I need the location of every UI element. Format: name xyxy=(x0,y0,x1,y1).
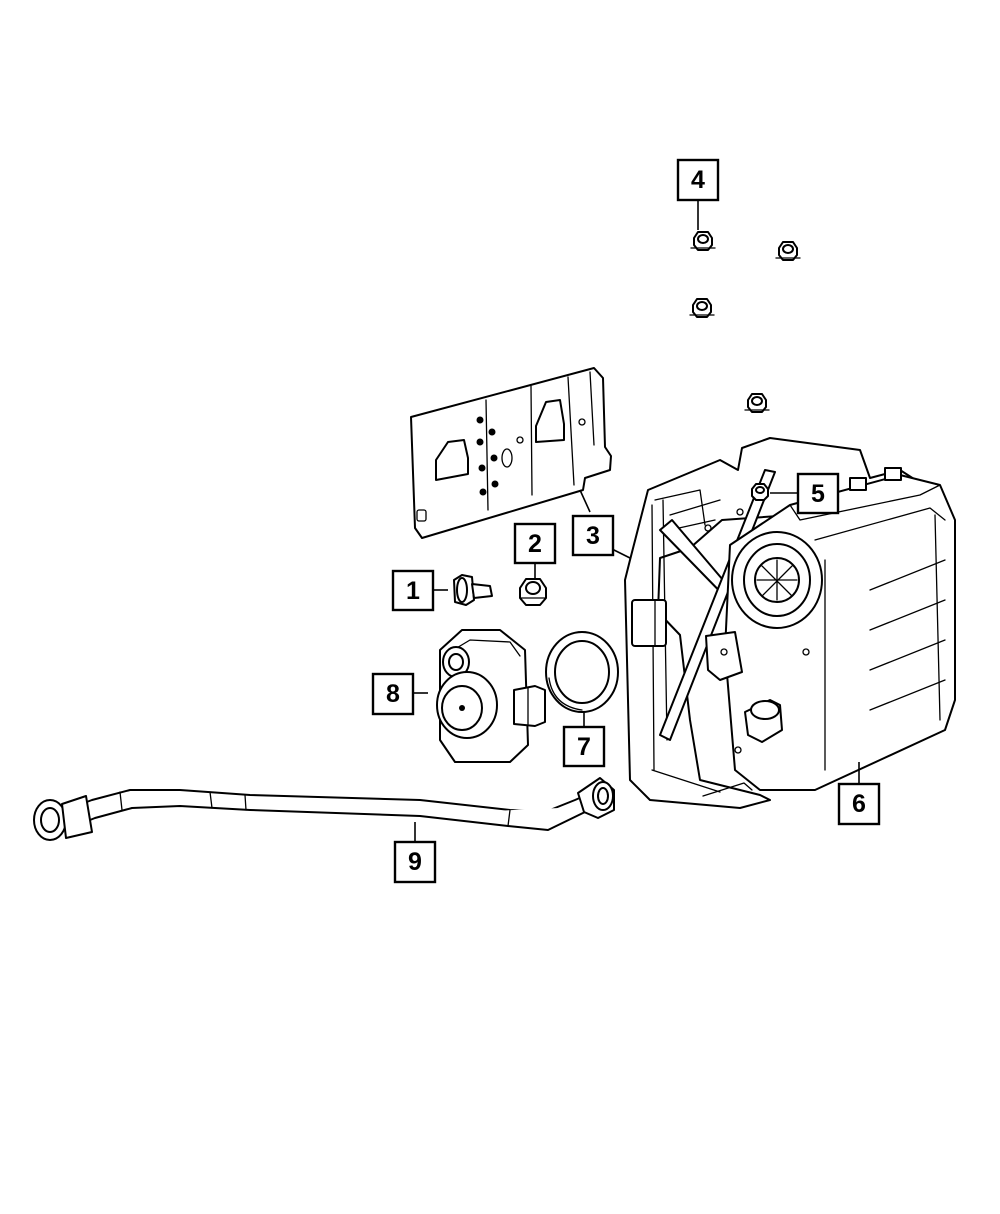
callout-label-6: 6 xyxy=(852,790,866,818)
screw-part-4a xyxy=(690,231,716,251)
canister-bracket-part-6 xyxy=(624,437,956,809)
callout-label-2: 2 xyxy=(528,530,542,558)
callout-8: 8 xyxy=(371,672,415,716)
callout-7: 7 xyxy=(562,725,606,768)
callout-1: 1 xyxy=(391,569,435,612)
callout-6: 6 xyxy=(837,782,881,826)
valve-part-8 xyxy=(436,629,546,763)
callout-label-3: 3 xyxy=(586,522,600,550)
callout-label-9: 9 xyxy=(408,848,422,876)
callout-5: 5 xyxy=(796,472,840,515)
seal-ring-part-7 xyxy=(545,631,619,713)
screw-part-4b xyxy=(775,241,801,261)
callout-label-1: 1 xyxy=(406,577,420,605)
hose-part-9 xyxy=(33,777,615,841)
callout-2: 2 xyxy=(513,522,557,565)
callout-label-7: 7 xyxy=(577,733,591,761)
callout-label-4: 4 xyxy=(691,166,705,194)
callout-label-8: 8 xyxy=(386,680,400,708)
screw-part-4d xyxy=(744,393,770,413)
mounting-plate-part-3 xyxy=(410,367,612,539)
callout-3: 3 xyxy=(571,514,615,557)
callout-9: 9 xyxy=(393,840,437,884)
screw-part-5 xyxy=(751,483,769,501)
callout-label-5: 5 xyxy=(811,480,825,508)
nut-part-2 xyxy=(519,578,547,606)
callout-4: 4 xyxy=(676,158,720,202)
screw-part-4c xyxy=(689,298,715,318)
bolt-part-1 xyxy=(453,574,493,606)
